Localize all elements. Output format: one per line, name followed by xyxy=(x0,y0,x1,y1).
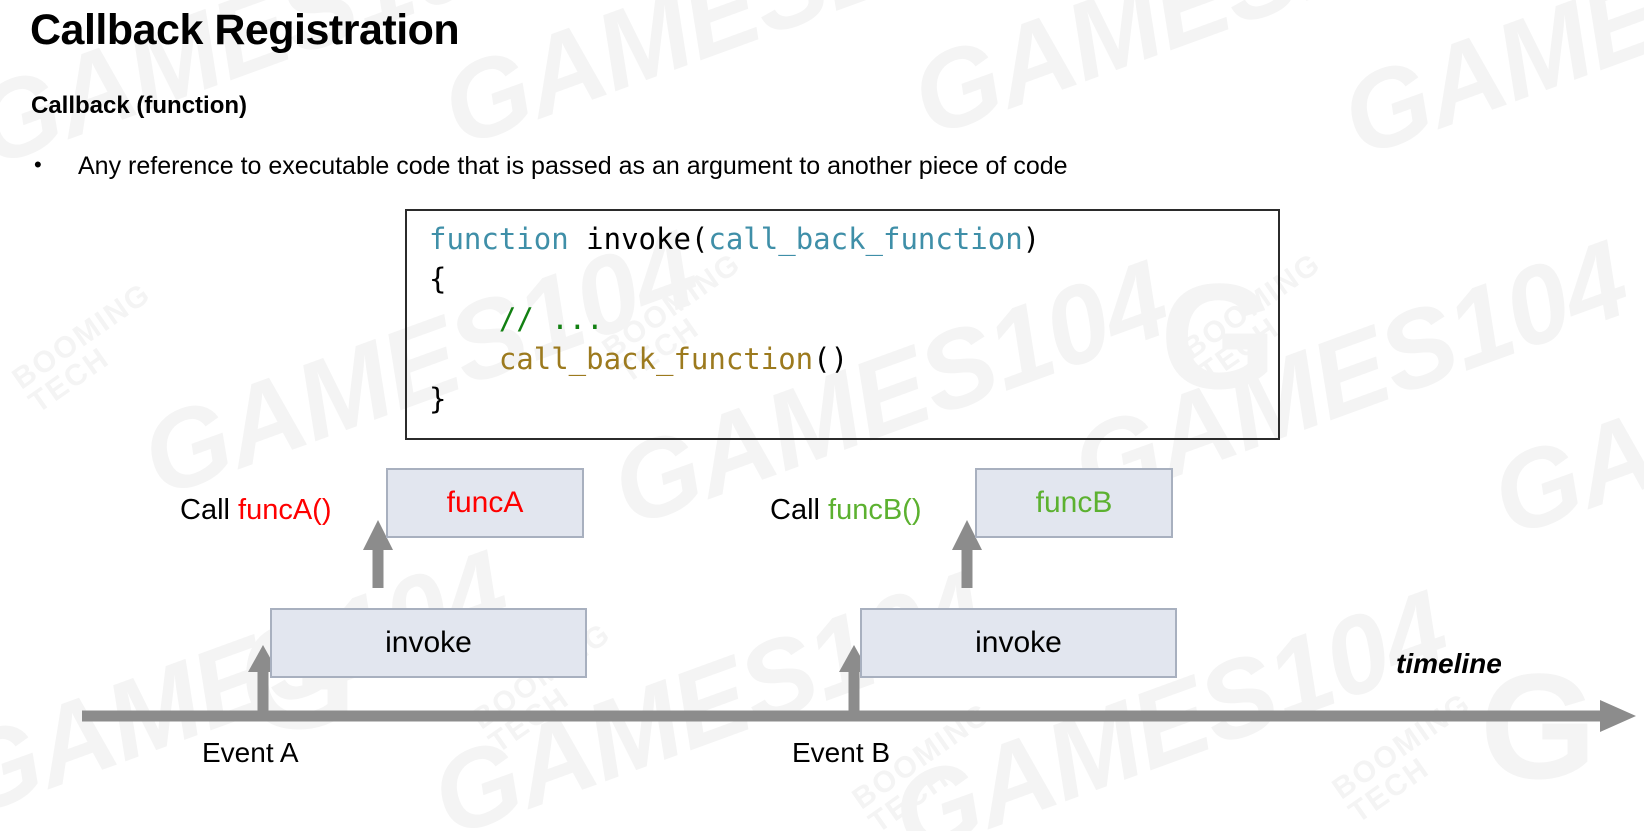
bullet-marker-icon: • xyxy=(34,152,42,177)
call-funcb-prefix: Call xyxy=(770,494,829,526)
timeline-axis xyxy=(82,700,1636,732)
box-funca[interactable]: funcA xyxy=(386,468,584,538)
code-snippet: function invoke(call_back_function) { //… xyxy=(407,211,1278,419)
box-invoke-a[interactable]: invoke xyxy=(270,608,587,678)
code-token-close-brace: } xyxy=(429,382,447,416)
invoke-a-to-funca-arrow xyxy=(363,520,393,588)
timeline-label: timeline xyxy=(1396,648,1502,679)
code-token-space xyxy=(569,222,586,256)
code-token-function-name: invoke xyxy=(586,222,691,256)
code-token-open-paren: ( xyxy=(690,222,709,256)
call-funcb-label: Call funcB() xyxy=(770,494,922,527)
code-token-close-paren: ) xyxy=(1022,222,1041,256)
box-invoke-b[interactable]: invoke xyxy=(860,608,1177,678)
code-token-call-parens: () xyxy=(813,342,849,376)
page-title: Callback Registration xyxy=(30,6,460,54)
section-subtitle: Callback (function) xyxy=(31,92,248,119)
event-b-label: Event B xyxy=(792,737,891,768)
call-funca-label: Call funcA() xyxy=(180,494,332,527)
call-funca-prefix: Call xyxy=(180,494,239,526)
code-token-comment: // ... xyxy=(498,302,604,336)
box-funcb[interactable]: funcB xyxy=(975,468,1173,538)
invoke-b-to-funcb-arrow xyxy=(952,520,982,588)
call-funca-name: funcA() xyxy=(238,494,332,526)
bullet-item: • Any reference to executable code that … xyxy=(34,150,1068,184)
event-a-label: Event A xyxy=(202,737,299,768)
call-funcb-name: funcB() xyxy=(828,494,922,526)
code-token-parameter: call_back_function xyxy=(708,222,1023,256)
bullet-text: Any reference to executable code that is… xyxy=(78,152,1068,180)
code-token-open-brace: { xyxy=(429,262,447,296)
code-token-keyword: function xyxy=(429,222,569,256)
code-snippet-box: function invoke(call_back_function) { //… xyxy=(405,209,1280,440)
code-token-variable: call_back_function xyxy=(498,342,814,376)
